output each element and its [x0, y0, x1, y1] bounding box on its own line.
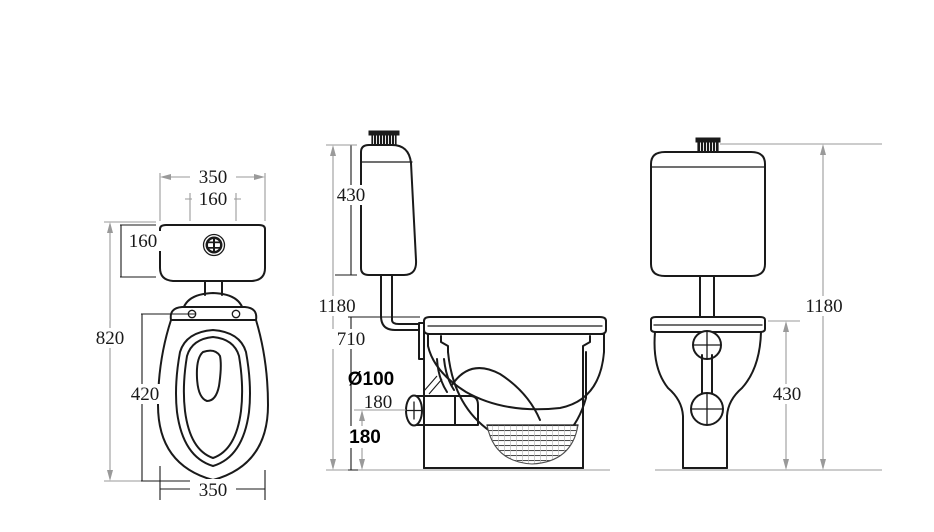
dimension-plan-cistern-depth: 160 [120, 224, 163, 278]
dim-label-plan-width-top: 350 [199, 167, 228, 188]
plan-bowl-opening [195, 349, 222, 402]
dim-label-side-outlet-diameter: Ø100 [348, 369, 394, 390]
side-trap-water [486, 424, 579, 465]
dimension-plan-overall-length: 820 [90, 221, 156, 482]
front-flush-button[interactable] [695, 137, 721, 153]
dimension-side-outlet-diameter: Ø100 [348, 369, 443, 395]
dimension-plan-bowl-length: 420 [124, 313, 196, 482]
front-fixing-bolt-upper [692, 330, 722, 360]
side-bowl-ceramic [427, 333, 605, 411]
plan-bowl-outer [157, 306, 269, 481]
plan-seat-ring-inner [182, 336, 244, 459]
seat-hinge-hole-right [231, 309, 241, 319]
dim-label-side-outlet-height: 180 [349, 427, 381, 448]
front-fixing-bolt-lower [690, 392, 724, 426]
dim-label-plan-cistern-inner: 160 [199, 189, 228, 210]
dim-label-front-overall-height: 1180 [805, 296, 842, 317]
plan-inlet-housing [181, 292, 245, 318]
side-flush-button[interactable] [368, 130, 400, 146]
plan-view: 350 160 160 820 [90, 166, 269, 501]
dimension-plan-width-bottom: 350 [159, 466, 266, 501]
side-outlet-throat-a [436, 358, 448, 393]
dimension-front-overall-height: 1180 [720, 143, 882, 471]
dimension-side-outlet-offset: 180 [354, 392, 406, 413]
dim-label-plan-cistern-depth: 160 [129, 231, 158, 252]
dim-label-front-seat-height: 430 [773, 384, 802, 405]
side-bowl-trap-arc [451, 367, 541, 421]
front-view: 1180 430 [650, 137, 882, 471]
dim-label-plan-overall-length: 820 [96, 328, 125, 349]
dim-label-side-seat-height: 710 [337, 329, 366, 350]
dimension-side-outlet-height: 180 [343, 409, 420, 471]
side-outlet-throat-b [443, 358, 455, 391]
plan-dual-flush-button[interactable] [202, 233, 226, 257]
dim-label-plan-width-bottom: 350 [199, 480, 228, 501]
front-cistern-outline [650, 151, 766, 277]
side-flush-pipe-outer [380, 274, 422, 331]
dimension-side-cistern-height: 430 [330, 144, 372, 276]
dim-label-side-overall-height: 1180 [318, 296, 355, 317]
side-cistern-outline [360, 144, 418, 276]
side-outlet-run [454, 395, 479, 426]
dim-label-side-outlet-offset: 180 [364, 392, 393, 413]
side-flush-pipe-inner [391, 274, 422, 325]
side-rim-notch-right [582, 335, 591, 353]
plan-seat-ring-outer [175, 329, 251, 467]
dimension-side-overall-height: 1180 [313, 144, 420, 471]
dimension-front-seat-height: 430 [766, 320, 808, 471]
dim-label-plan-bowl-length: 420 [131, 384, 160, 405]
dim-label-side-cistern-height: 430 [337, 185, 366, 206]
dimension-plan-cistern-inner: 160 [185, 189, 241, 221]
side-rim-notch-left [440, 335, 449, 353]
side-view: 430 1180 710 Ø100 [313, 130, 610, 471]
dimension-plan-width-top: 350 [159, 166, 266, 221]
